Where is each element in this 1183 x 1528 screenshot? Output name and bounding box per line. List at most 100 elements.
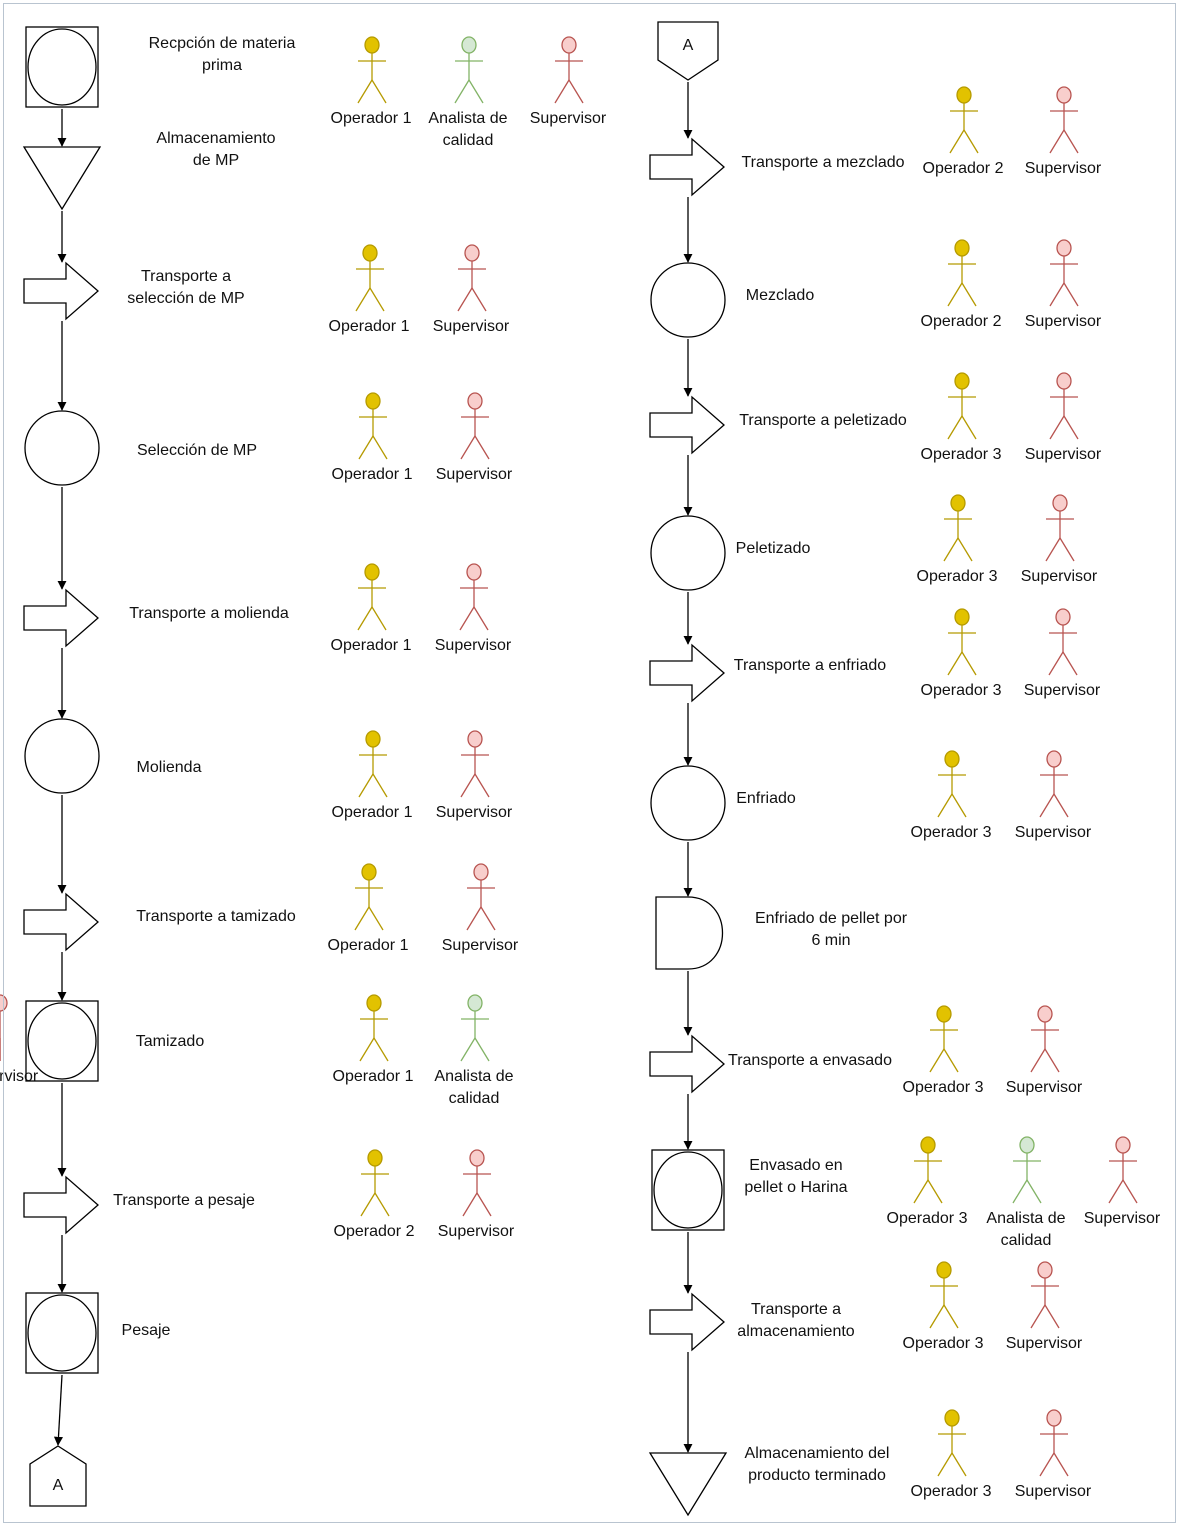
operator-head-icon — [956, 86, 972, 104]
left-step-circle-square-symbol — [25, 26, 99, 108]
supervisor-label: Supervisor — [1006, 1079, 1083, 1096]
left-step-arrow-symbol — [23, 261, 99, 321]
operator-actor-icon: Operador 1 — [328, 863, 409, 954]
operator-label: Operador 3 — [903, 1335, 984, 1352]
left-step-label: Transporte a pesaje — [113, 1192, 255, 1209]
left-step-label: Transporte a — [141, 268, 231, 285]
supervisor-label: Supervisor — [1015, 1483, 1092, 1500]
supervisor-actor-icon: Supervisor — [1024, 608, 1101, 699]
operator-head-icon — [954, 608, 970, 626]
operator-label: Operador 3 — [911, 824, 992, 841]
operator-actor-icon: Operador 1 — [331, 36, 412, 127]
right-step-arrow-symbol — [649, 395, 725, 455]
left-step-circle-square-symbol — [25, 1292, 99, 1374]
left-step-triangle-symbol — [22, 146, 102, 211]
right-step-circle-square-symbol — [651, 1149, 725, 1231]
supervisor-head-icon — [467, 392, 483, 410]
operator-head-icon — [920, 1136, 936, 1154]
supervisor-label: Supervisor — [1025, 446, 1102, 463]
operator-label: Operador 2 — [923, 160, 1004, 177]
operator-label: Operador 3 — [921, 446, 1002, 463]
operator-actor-icon: Operador 3 — [911, 1409, 992, 1500]
supervisor-head-icon — [473, 863, 489, 881]
analyst-head-icon — [1019, 1136, 1035, 1154]
operator-head-icon — [361, 863, 377, 881]
right-step-label: Envasado en — [749, 1157, 842, 1174]
supervisor-actor-icon: Supervisor — [0, 994, 39, 1085]
supervisor-head-icon — [1056, 239, 1072, 257]
connector-label: A — [683, 37, 694, 54]
right-step-label: Transporte a envasado — [728, 1052, 892, 1069]
operator-head-icon — [367, 1149, 383, 1167]
operator-label: Operador 3 — [911, 1483, 992, 1500]
left-step-circle-symbol — [24, 410, 100, 486]
operator-actor-icon: Operador 3 — [921, 372, 1002, 463]
operator-head-icon — [365, 730, 381, 748]
left-step-circle-square-symbol — [25, 1000, 99, 1082]
operator-actor-icon: Operador 3 — [903, 1261, 984, 1352]
operator-label: Operador 1 — [328, 937, 409, 954]
right-step-arrow-symbol — [649, 137, 725, 197]
analyst-label: Analista de — [434, 1068, 513, 1085]
operator-head-icon — [362, 244, 378, 262]
right-step-arrow-symbol — [649, 643, 725, 703]
operator-head-icon — [954, 239, 970, 257]
right-step-label: Almacenamiento del — [745, 1445, 890, 1462]
supervisor-label: Supervisor — [442, 937, 519, 954]
left-step-label: Almacenamiento — [156, 130, 275, 147]
supervisor-actor-icon: Supervisor — [1025, 372, 1102, 463]
right-step-circle-symbol — [650, 262, 726, 338]
operator-label: Operador 3 — [921, 682, 1002, 699]
right-step-label: Enfriado de pellet por — [755, 910, 908, 927]
supervisor-label: Supervisor — [1021, 568, 1098, 585]
supervisor-head-icon — [469, 1149, 485, 1167]
operator-actor-icon: Operador 2 — [334, 1149, 415, 1240]
analyst-actor-icon: Analista de calidad — [434, 994, 514, 1107]
supervisor-head-icon — [1115, 1136, 1131, 1154]
supervisor-label: Supervisor — [1025, 160, 1102, 177]
supervisor-actor-icon: Supervisor — [530, 36, 607, 127]
operator-actor-icon: Operador 2 — [921, 239, 1002, 330]
operator-actor-icon: Operador 1 — [329, 244, 410, 335]
supervisor-head-icon — [1052, 494, 1068, 512]
operator-actor-icon: Operador 3 — [903, 1005, 984, 1096]
supervisor-head-icon — [467, 730, 483, 748]
operator-label: Operador 1 — [331, 110, 412, 127]
right-step-label: producto terminado — [748, 1467, 886, 1484]
flow-arrow — [53, 1374, 64, 1446]
operator-label: Operador 2 — [921, 313, 1002, 330]
supervisor-head-icon — [0, 994, 8, 1012]
supervisor-label: Supervisor — [1006, 1335, 1083, 1352]
left-step-label: de MP — [193, 152, 239, 169]
operator-actor-icon: Operador 1 — [332, 730, 413, 821]
supervisor-actor-icon: Supervisor — [1015, 750, 1092, 841]
supervisor-label: Supervisor — [1084, 1210, 1161, 1227]
supervisor-label: Supervisor — [438, 1223, 515, 1240]
supervisor-actor-icon: Supervisor — [436, 392, 513, 483]
operator-actor-icon: Operador 3 — [887, 1136, 968, 1227]
offpage-connector-left: A — [29, 1445, 87, 1507]
operator-actor-icon: Operador 1 — [331, 563, 412, 654]
right-step-arrow-symbol — [649, 1034, 725, 1094]
right-step-label: Transporte a — [751, 1301, 841, 1318]
supervisor-actor-icon: Supervisor — [433, 244, 510, 335]
operator-head-icon — [944, 1409, 960, 1427]
operator-label: Operador 3 — [887, 1210, 968, 1227]
analyst-head-icon — [461, 36, 477, 54]
operator-head-icon — [936, 1005, 952, 1023]
supervisor-head-icon — [1046, 750, 1062, 768]
supervisor-head-icon — [1056, 86, 1072, 104]
analyst-label: calidad — [449, 1090, 500, 1107]
supervisor-actor-icon: Supervisor — [442, 863, 519, 954]
operator-actor-icon: Operador 1 — [333, 994, 414, 1085]
supervisor-actor-icon: Supervisor — [1021, 494, 1098, 585]
supervisor-actor-icon: Supervisor — [1015, 1409, 1092, 1500]
operator-head-icon — [944, 750, 960, 768]
supervisor-label: Supervisor — [436, 804, 513, 821]
operator-actor-icon: Operador 2 — [923, 86, 1004, 177]
operator-actor-icon: Operador 3 — [911, 750, 992, 841]
right-step-delay-symbol — [655, 896, 723, 970]
left-step-label: Molienda — [137, 759, 202, 776]
